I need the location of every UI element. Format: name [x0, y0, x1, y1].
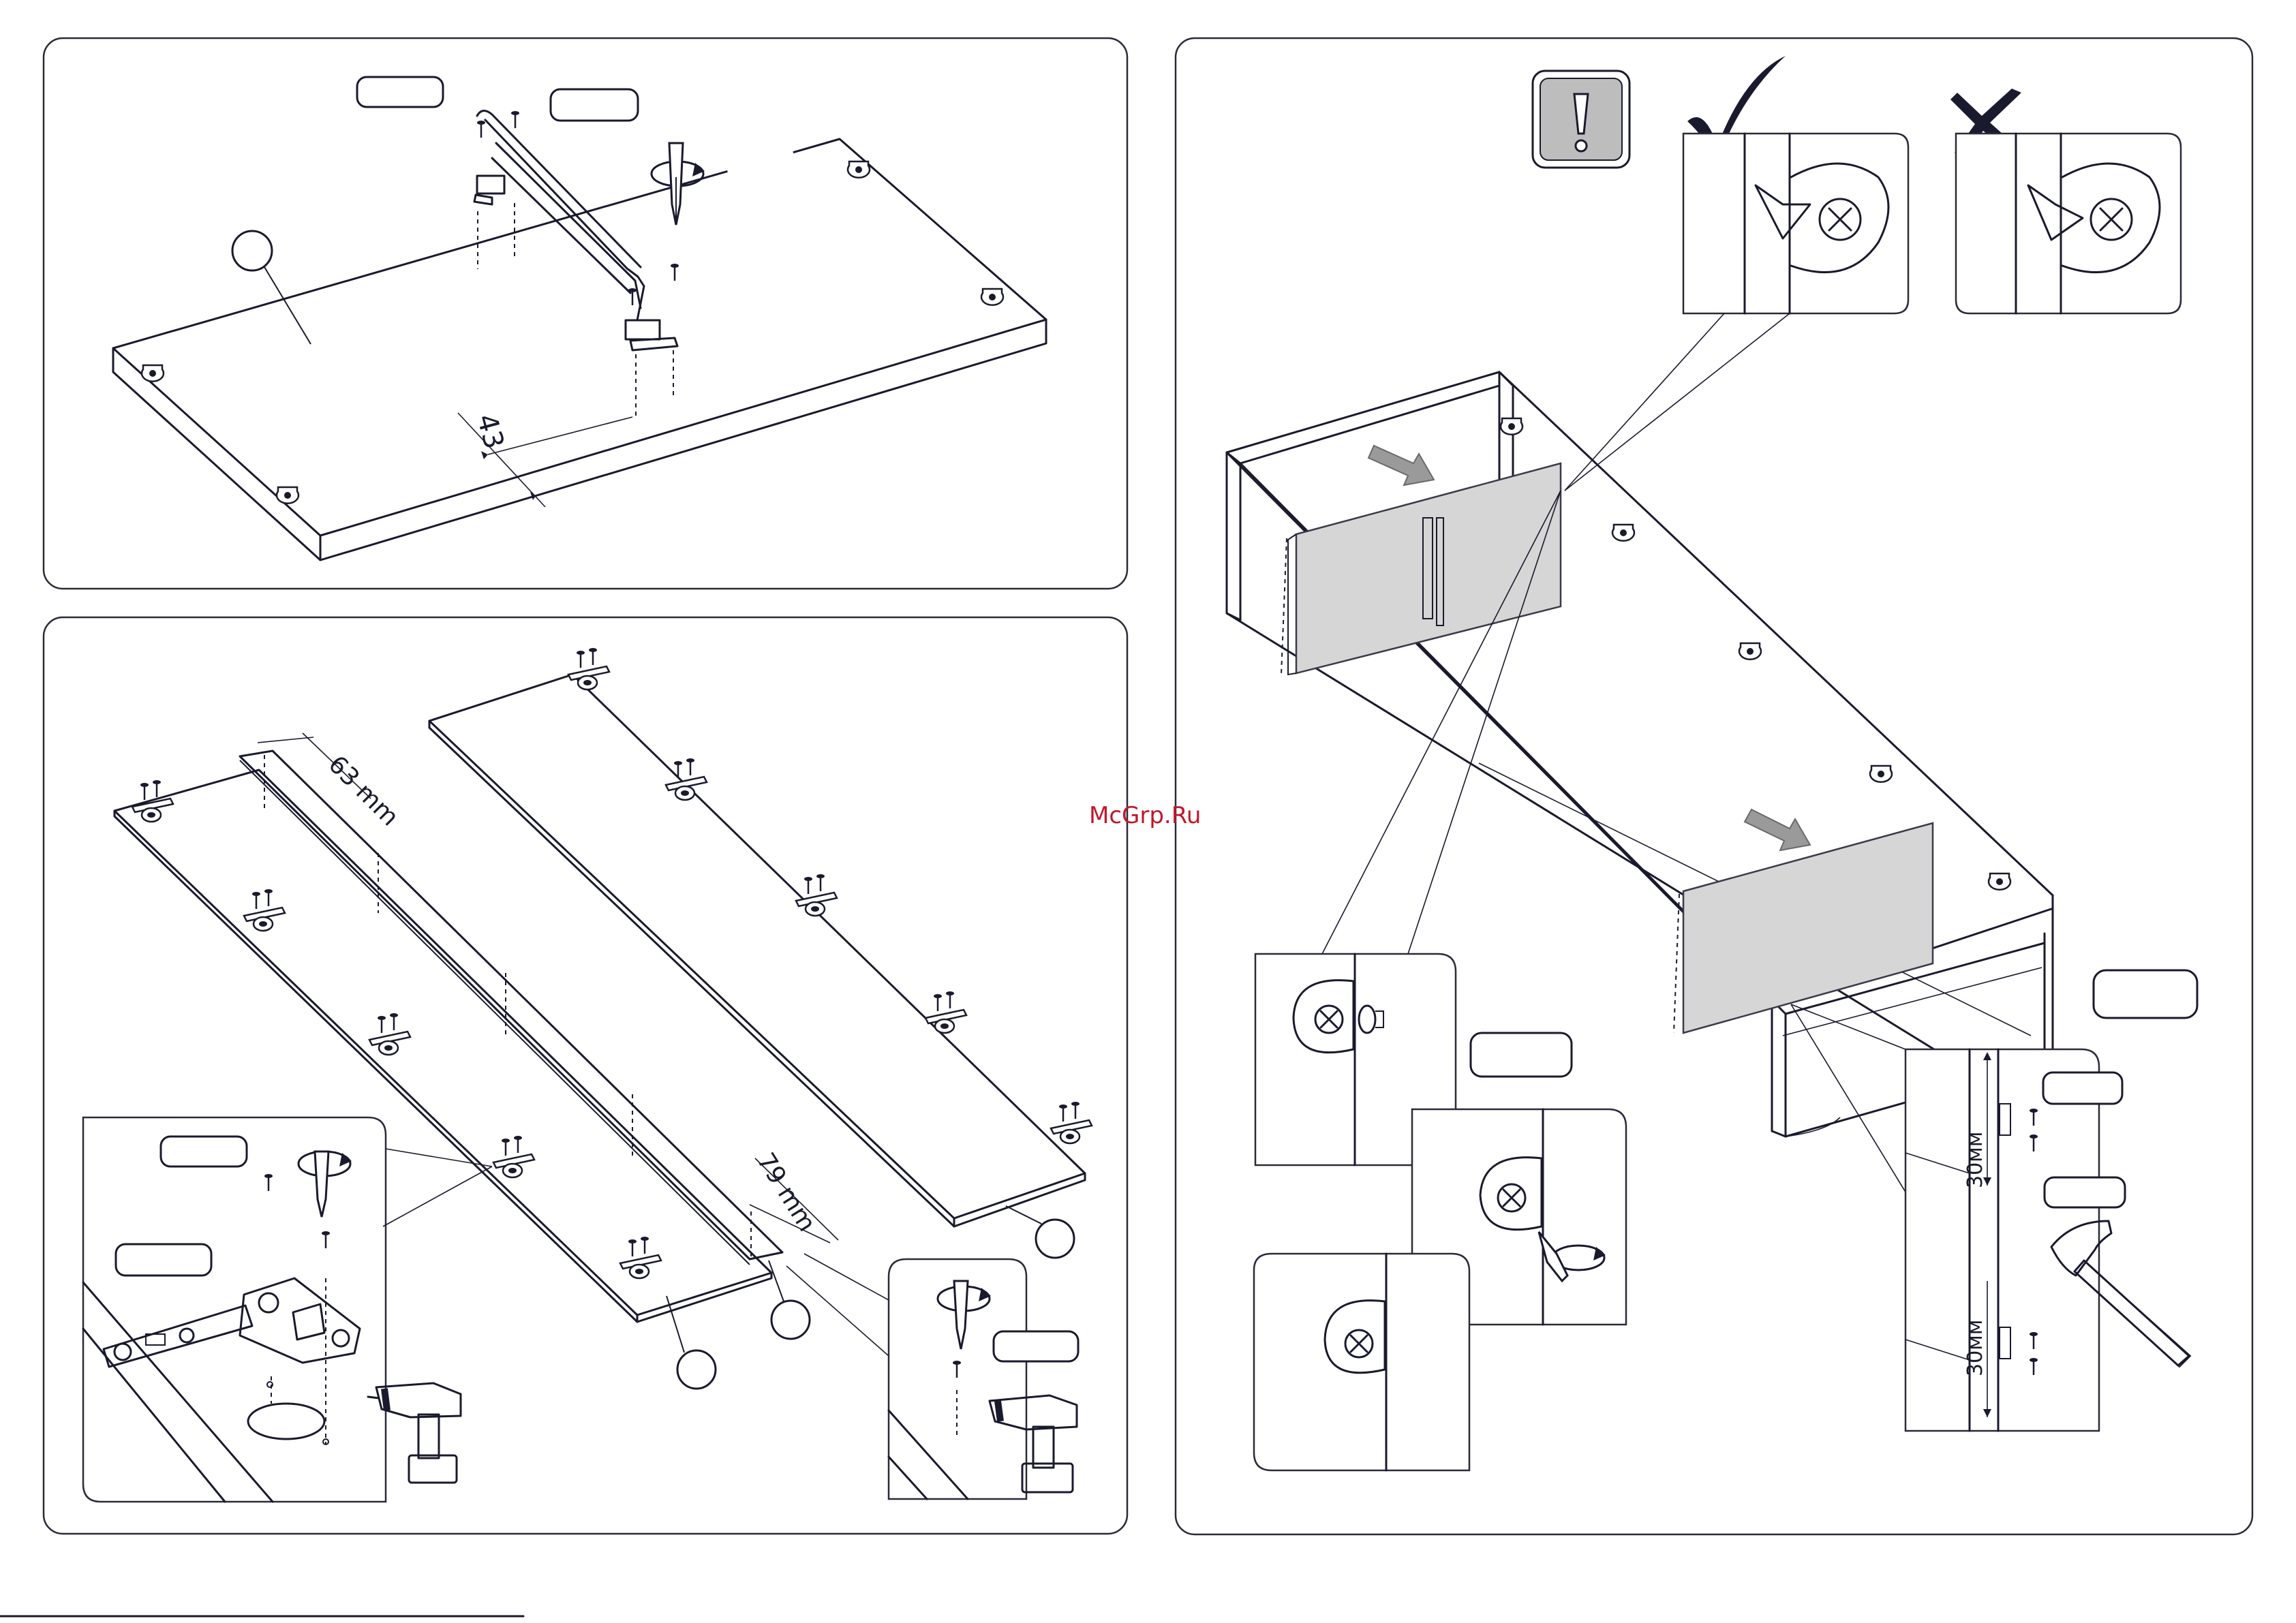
exclamation-warning-icon	[1533, 71, 1629, 168]
part-label-hinge-plate	[2094, 970, 2197, 1018]
part-label-screw	[994, 1331, 1078, 1361]
cam-step-locked-inset	[1254, 1254, 1469, 1470]
watermark-text: McGrp.Ru	[1089, 802, 1201, 829]
part-label-hinge	[116, 1244, 211, 1276]
hinge-plate-detail-inset: 30мм 30мм	[1905, 1049, 2099, 1431]
part-label-screw	[161, 1137, 247, 1166]
part-label-screw	[357, 77, 443, 107]
part-label-screw	[2043, 1072, 2122, 1104]
step-panel-handle: 43	[44, 38, 1127, 589]
step-panel-cabinet: 30мм 30мм	[1176, 38, 2252, 1534]
part-label-handle	[551, 89, 638, 121]
dimension-30mm-bottom-text: 30мм	[1963, 1320, 1987, 1376]
part-label-cam	[1471, 1033, 1572, 1077]
dimension-30mm-top-text: 30мм	[1963, 1132, 1987, 1188]
part-label-screw	[2045, 1177, 2125, 1207]
step-panel-hinges: 63 mm 79 mm	[44, 617, 1127, 1534]
